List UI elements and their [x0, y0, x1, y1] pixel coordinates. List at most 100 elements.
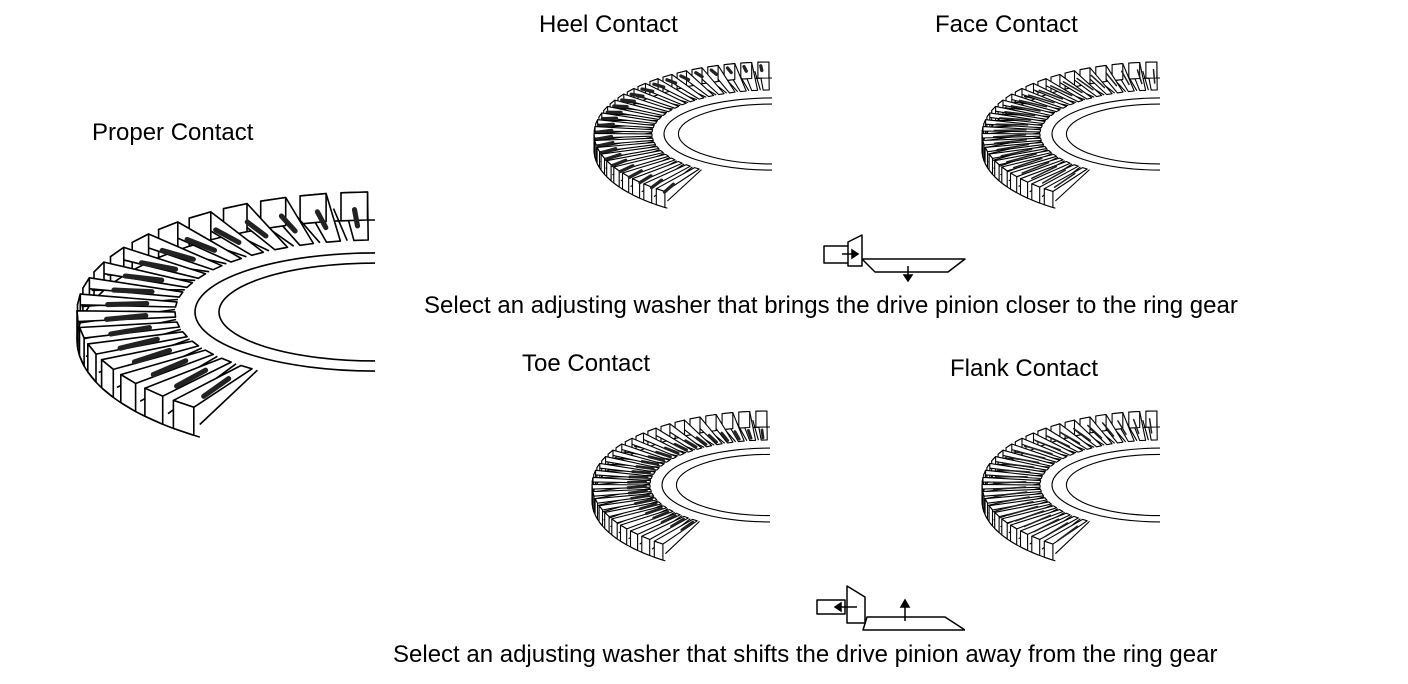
- contact-mark: [117, 336, 160, 351]
- contact-mark: [1044, 522, 1069, 538]
- contact-mark: [278, 213, 298, 234]
- contact-mark: [992, 134, 1027, 138]
- gear-tooth: [994, 150, 1053, 182]
- gear-tooth: [1031, 515, 1081, 557]
- contact-mark: [644, 506, 663, 515]
- contact-mark: [1041, 169, 1066, 184]
- contact-mark: [660, 514, 677, 524]
- toe-contact-gear: [591, 410, 770, 562]
- gear-tooth: [1142, 410, 1158, 441]
- contact-mark: [1007, 505, 1039, 516]
- gear-tooth: [1019, 160, 1073, 199]
- arrow-down-icon: [902, 266, 914, 282]
- contact-mark: [131, 347, 173, 365]
- contact-mark: [694, 71, 704, 79]
- contact-mark: [1004, 111, 1036, 117]
- contact-mark: [640, 87, 655, 94]
- gear-tooth: [1142, 61, 1158, 91]
- contact-mark: [1076, 77, 1094, 91]
- contact-mark: [1059, 431, 1081, 444]
- gear-bore: [1051, 447, 1160, 523]
- contact-mark: [695, 436, 708, 446]
- gear-bore: [194, 252, 375, 372]
- contact-mark: [1014, 510, 1045, 522]
- contact-mark: [1021, 161, 1050, 174]
- contact-mark: [1031, 165, 1058, 180]
- pinion-closer-diagram: [823, 234, 966, 282]
- contact-mark: [612, 104, 629, 109]
- contact-mark: [1132, 418, 1140, 435]
- contact-mark: [994, 491, 1028, 497]
- contact-mark: [631, 470, 651, 475]
- gear-tooth: [655, 167, 702, 209]
- contact-mark: [652, 510, 670, 520]
- contact-mark: [707, 433, 719, 444]
- contact-mark: [108, 325, 152, 337]
- contact-mark: [995, 123, 1029, 126]
- contact-mark: [647, 455, 666, 462]
- gear-tooth: [253, 196, 315, 247]
- contact-mark: [993, 129, 1027, 132]
- contact-mark: [1027, 94, 1055, 104]
- contact-mark: [633, 498, 654, 506]
- gear-tooth: [1043, 167, 1090, 209]
- gear-tooth: [737, 61, 759, 92]
- gear-bore-inner: [1065, 103, 1160, 165]
- flank-contact-label: Flank Contact: [950, 355, 1099, 382]
- contact-mark: [627, 169, 643, 179]
- contact-mark: [663, 446, 680, 455]
- contact-mark: [201, 376, 232, 399]
- contact-mark: [996, 143, 1030, 151]
- contact-mark: [610, 158, 628, 168]
- contact-mark: [649, 178, 664, 190]
- proper-contact-gear: [76, 191, 375, 438]
- contact-mark: [122, 273, 165, 283]
- contact-mark: [709, 68, 719, 76]
- contact-mark: [1087, 424, 1103, 439]
- contact-mark: [1002, 462, 1035, 468]
- gear-tooth: [596, 141, 657, 169]
- face-contact-label: Face Contact: [935, 11, 1078, 38]
- gear-tooth: [592, 488, 652, 513]
- contact-mark: [638, 502, 658, 511]
- contact-mark: [993, 138, 1028, 145]
- arrow-right-icon: [842, 248, 860, 260]
- contact-mark: [638, 174, 653, 185]
- toe-contact-label: Toe Contact: [522, 350, 651, 377]
- contact-mark: [1016, 450, 1046, 459]
- contact-mark: [1136, 69, 1143, 85]
- contact-mark: [628, 475, 649, 479]
- gear-tooth: [1009, 509, 1065, 546]
- contact-mark: [595, 128, 614, 134]
- contact-mark: [662, 182, 676, 194]
- gear-bore: [1051, 97, 1160, 171]
- contact-mark: [213, 227, 242, 245]
- flank-contact-gear: [981, 410, 1160, 562]
- contact-mark: [679, 74, 691, 82]
- contact-mark: [746, 429, 753, 440]
- contact-mark: [1001, 501, 1034, 510]
- contact-mark: [1009, 456, 1040, 464]
- gear-bore-inner: [677, 103, 772, 165]
- contact-mark: [1013, 157, 1043, 169]
- contact-mark: [1006, 153, 1037, 163]
- contact-mark: [627, 489, 648, 495]
- contact-mark: [630, 494, 650, 500]
- contact-mark: [599, 147, 618, 155]
- gear-bore: [661, 447, 770, 523]
- contact-mark: [105, 300, 150, 308]
- contact-mark: [1035, 440, 1061, 451]
- face-contact-gear: [981, 61, 1160, 209]
- contact-mark: [1152, 68, 1156, 84]
- contact-mark: [993, 481, 1027, 484]
- contact-mark: [595, 134, 614, 141]
- contact-mark: [733, 430, 741, 441]
- gear-tooth: [1001, 505, 1059, 540]
- contact-mark: [159, 247, 196, 262]
- contact-mark: [999, 117, 1032, 121]
- gear-tooth: [653, 518, 700, 561]
- contact-mark: [760, 428, 765, 440]
- contact-mark: [994, 475, 1028, 478]
- contact-mark: [1050, 85, 1073, 97]
- contact-mark: [184, 236, 218, 253]
